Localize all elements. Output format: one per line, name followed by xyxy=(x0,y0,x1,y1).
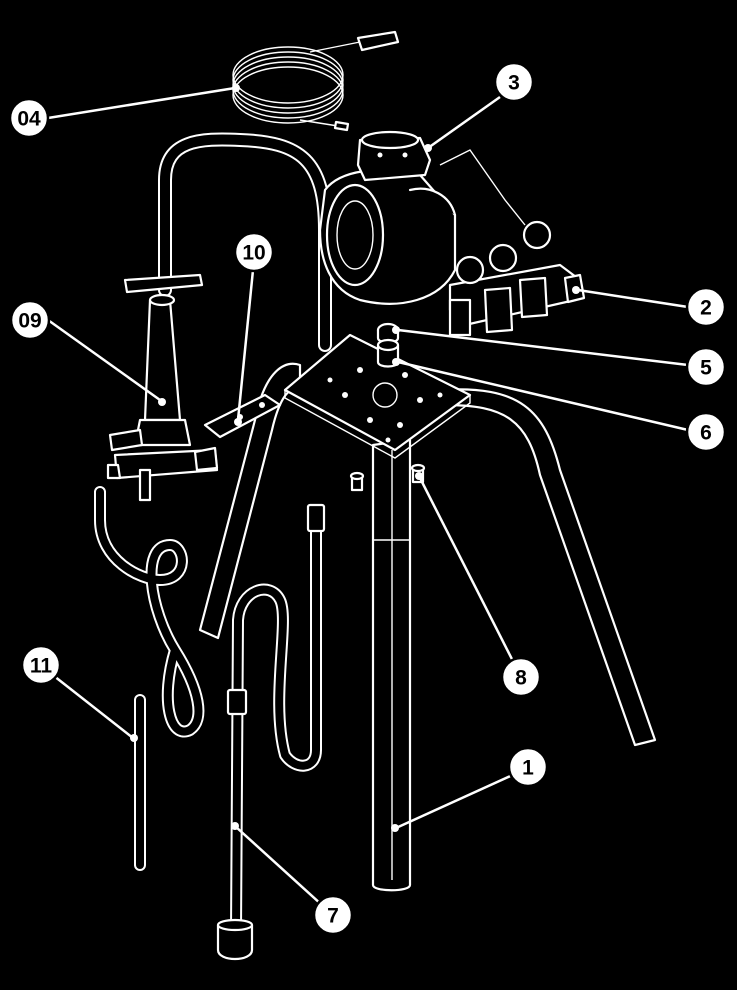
regulator-assembly-2 xyxy=(448,220,586,337)
callout-6: 6 xyxy=(685,411,727,453)
callout-09: 09 xyxy=(9,299,51,341)
callout-11: 11 xyxy=(20,644,62,686)
suction-hose-11 xyxy=(94,486,205,871)
callout-7: 7 xyxy=(312,894,354,936)
return-hose xyxy=(158,132,332,352)
callout-10-label: 10 xyxy=(242,242,265,265)
callout-5: 5 xyxy=(685,346,727,388)
callout-8-label: 8 xyxy=(515,667,527,690)
bracket-10 xyxy=(203,393,282,439)
fitting-6 xyxy=(376,338,400,368)
callout-1-label: 1 xyxy=(522,757,534,780)
callout-10: 10 xyxy=(233,231,275,273)
hose-7 xyxy=(216,503,326,961)
callout-6-label: 6 xyxy=(700,422,712,445)
diaphragm-pump-3 xyxy=(318,130,526,305)
callout-04-label: 04 xyxy=(17,108,41,131)
callout-5-label: 5 xyxy=(700,357,712,380)
callout-04: 04 xyxy=(8,97,50,139)
callout-7-label: 7 xyxy=(327,905,339,928)
callout-3: 3 xyxy=(493,61,535,103)
callout-1: 1 xyxy=(507,746,549,788)
callout-2: 2 xyxy=(685,286,727,328)
callout-09-label: 09 xyxy=(18,310,41,333)
ground-wire-04 xyxy=(232,30,400,132)
filter-assembly-09 xyxy=(106,273,219,502)
callout-2-label: 2 xyxy=(700,297,712,320)
callout-3-label: 3 xyxy=(508,72,520,95)
callout-8: 8 xyxy=(500,656,542,698)
tripod-stand xyxy=(198,333,657,892)
leader-lines xyxy=(39,84,689,916)
callout-11-label: 11 xyxy=(30,655,53,678)
